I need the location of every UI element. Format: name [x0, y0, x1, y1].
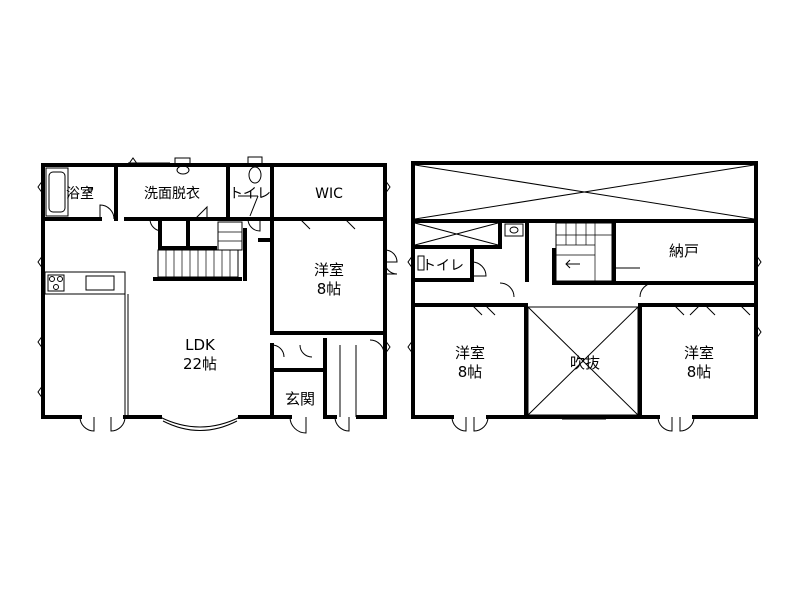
- bay-window: [159, 416, 241, 428]
- staircase-floor1: [157, 221, 243, 278]
- first-floor-plan: 浴室 洗面脱衣 トイレ WIC 洋室 8帖 LDK 22帖 玄関: [37, 156, 398, 434]
- label-western-room-floor2-right-size: 8帖: [687, 363, 712, 381]
- label-ldk: LDK: [185, 336, 216, 354]
- windows-floor1: [37, 157, 391, 400]
- doors-floor1: [79, 204, 398, 434]
- label-entrance: 玄関: [285, 390, 315, 408]
- label-western-room-floor1: 洋室: [314, 261, 344, 279]
- kitchen-counter: [44, 271, 129, 417]
- label-bath: 浴室: [66, 185, 94, 202]
- staircase-floor2: [555, 222, 613, 282]
- toilet-fixture-floor2: [417, 223, 524, 271]
- label-toilet-floor2: トイレ: [422, 258, 464, 274]
- label-western-room-floor2-left: 洋室: [455, 344, 485, 362]
- label-void: 吹抜: [570, 354, 600, 372]
- toilet-fixture: [238, 156, 263, 217]
- label-ldk-size: 22帖: [183, 355, 217, 373]
- second-floor-walls: [411, 161, 758, 419]
- first-floor-walls: [41, 163, 387, 419]
- windows-floor2: [407, 254, 762, 355]
- label-western-room-floor2-right: 洋室: [684, 344, 714, 362]
- bathtub: [45, 167, 93, 217]
- atrium-void: [527, 306, 639, 420]
- label-storage: 納戸: [669, 242, 699, 260]
- label-western-room-floor1-size: 8帖: [317, 280, 342, 298]
- doors-floor2: [451, 261, 751, 432]
- label-washroom: 洗面脱衣: [144, 186, 200, 202]
- second-floor-plan: トイレ 納戸 洋室 8帖 吹抜 洋室 8帖: [407, 161, 762, 432]
- washbasin: [128, 157, 191, 175]
- void-strip-x: [414, 164, 755, 246]
- label-western-room-floor2-left-size: 8帖: [458, 363, 483, 381]
- label-wic: WIC: [315, 186, 343, 202]
- label-toilet-floor1: トイレ: [229, 186, 271, 202]
